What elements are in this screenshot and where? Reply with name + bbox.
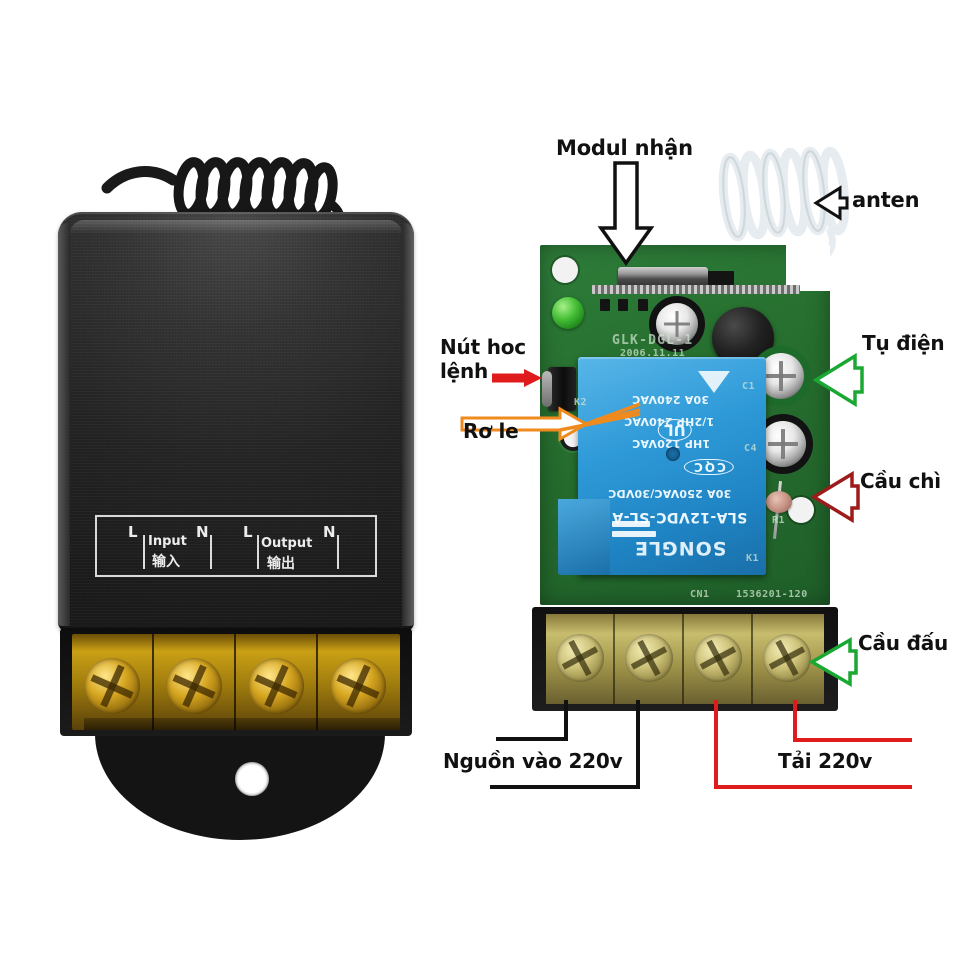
- label-nut-hoc-lenh: Nút hoc lệnh: [440, 335, 526, 383]
- terminal-cell: [753, 614, 822, 704]
- plate-divider: [257, 535, 259, 569]
- silk-C4: C4: [744, 443, 758, 454]
- smd-component: [600, 299, 610, 311]
- left-terminal-block: [60, 628, 412, 736]
- enclosure-body: [58, 212, 414, 632]
- relay-spec-4: 30A 250VAC/30VDC: [608, 487, 732, 500]
- pcb-corner-notch: [786, 245, 830, 291]
- label-cau-dau: Cầu đấu: [858, 631, 949, 655]
- terminal-screw: [84, 658, 140, 714]
- mounting-hole: [235, 762, 269, 796]
- plate-divider: [337, 535, 339, 569]
- label-anten: anten: [852, 188, 920, 212]
- plate-input-N: N: [196, 523, 209, 541]
- terminal-screw: [763, 634, 811, 682]
- right-device-pcb: 30A 240VAC 1/2HP 240VAC 1HP 120VAC 30A 2…: [520, 146, 850, 725]
- left-device-assembled-switch: L Input 输入 N L Output 输出 N: [40, 150, 430, 840]
- label-nguon-vao-220v: Nguồn vào 220v: [443, 749, 623, 773]
- silk-R1: R1: [772, 515, 786, 526]
- relay-spec-1: 30A 240VAC: [632, 393, 709, 406]
- learn-button[interactable]: [542, 367, 576, 411]
- enclosure-left-edge: [58, 222, 70, 626]
- ul-mark: UL: [658, 419, 692, 441]
- plate-divider: [210, 535, 212, 569]
- green-indicator-led: [552, 297, 584, 329]
- relay-SLA-12VDC: 30A 240VAC 1/2HP 240VAC 1HP 120VAC 30A 2…: [558, 357, 766, 575]
- terminal-cell: [236, 634, 318, 730]
- relay-logo-bars: [612, 517, 656, 537]
- plate-input-name-cn: 输入: [152, 554, 180, 570]
- silk-CN1: CN1: [690, 589, 710, 600]
- label-cau-chi: Cầu chì: [860, 469, 941, 493]
- silk-C1: C1: [742, 381, 756, 392]
- smd-component: [618, 299, 628, 311]
- right-terminal-block: [532, 607, 838, 711]
- relay-step: [558, 499, 610, 575]
- terminal-cell: [546, 614, 615, 704]
- terminal-cell: [615, 614, 684, 704]
- terminal-screw: [556, 634, 604, 682]
- terminal-block-lip: [84, 718, 400, 730]
- terminal-cell: [318, 634, 400, 730]
- pcb-mount-hole: [552, 257, 578, 283]
- cqc-mark: CQC: [684, 459, 734, 475]
- silk-board-rev: 2006.11.11: [620, 348, 686, 359]
- terminal-screw: [166, 658, 222, 714]
- enclosure-right-edge: [402, 222, 414, 626]
- plate-output-L: L: [243, 523, 253, 541]
- label-tai-220v: Tải 220v: [778, 749, 873, 773]
- plate-input-L: L: [128, 523, 138, 541]
- silk-board-id: GLK-DGL-1: [612, 333, 694, 348]
- pcb-board: 30A 240VAC 1/2HP 240VAC 1HP 120VAC 30A 2…: [540, 245, 830, 605]
- relay-triangle-logo: [698, 371, 730, 393]
- terminal-label-plate: L Input 输入 N L Output 输出 N: [95, 515, 377, 577]
- plate-output-N: N: [323, 523, 336, 541]
- terminal-screw: [330, 658, 386, 714]
- terminal-cell: [154, 634, 236, 730]
- plate-input-name-en: Input: [148, 534, 187, 549]
- relay-rivet: [666, 447, 680, 461]
- terminal-block-body: [546, 614, 824, 704]
- capacitor-C4: [760, 421, 806, 467]
- fuse-R1: [766, 491, 792, 513]
- rf-receiver-module: [618, 267, 708, 289]
- smd-component: [708, 271, 734, 285]
- silk-K1: K1: [746, 553, 760, 564]
- plate-divider: [143, 535, 145, 569]
- terminal-screw: [694, 634, 742, 682]
- plate-output-name-en: Output: [261, 536, 313, 551]
- terminal-cell: [684, 614, 753, 704]
- terminal-screw: [248, 658, 304, 714]
- label-modul-nhan: Modul nhận: [556, 136, 693, 160]
- terminal-block-body: [72, 634, 400, 730]
- rf-module-pin-header: [592, 285, 800, 294]
- relay-brand: SONGLE: [634, 537, 727, 559]
- enclosure-top-highlight: [70, 220, 402, 234]
- silk-connector-code: 1536201-120: [736, 589, 808, 600]
- label-tu-dien: Tụ điện: [862, 331, 945, 355]
- pcb-mount-hole: [788, 497, 814, 523]
- electrolytic-capacitor: [656, 303, 698, 345]
- terminal-cell: [72, 634, 154, 730]
- white-coil-antenna: [710, 145, 870, 267]
- smd-component: [638, 299, 648, 311]
- label-ro-le: Rơ le: [463, 419, 519, 443]
- terminal-screw: [625, 634, 673, 682]
- plate-output-name-cn: 输出: [267, 556, 295, 572]
- silk-K2: K2: [574, 397, 588, 408]
